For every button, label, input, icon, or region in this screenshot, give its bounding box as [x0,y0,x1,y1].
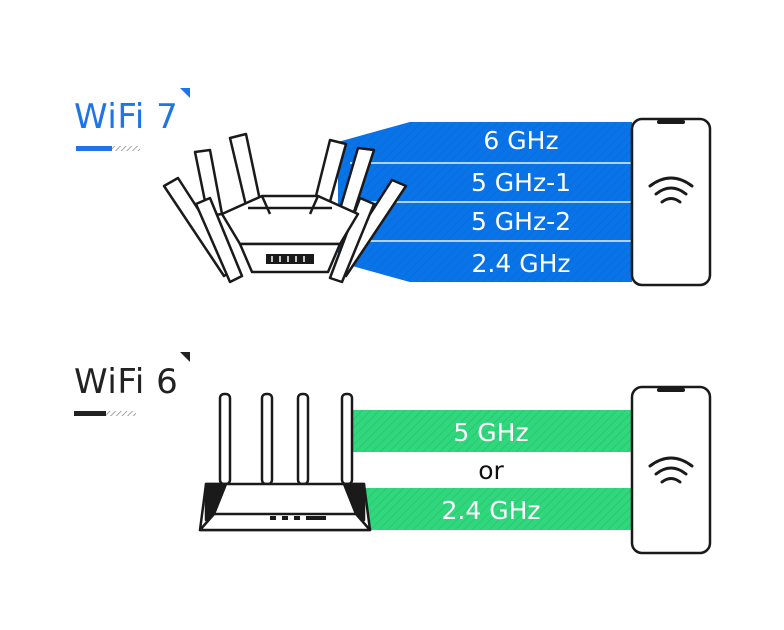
wifi7-underline [76,146,112,151]
wifi6-router-icon [198,392,372,532]
wifi7-router-icon [162,132,408,284]
wifi6-band-5ghz: 5 GHz [453,418,529,447]
wifi6-wifi-signal-icon [648,456,694,484]
wifi6-title: WiFi 6 [74,362,179,402]
wifi7-smartphone-icon [630,117,712,287]
wifi6-corner-mark [180,352,190,362]
wifi6-band-bottom [350,488,632,530]
wifi7-band-5ghz-1: 5 GHz-1 [470,168,572,197]
wifi7-wifi-signal-icon [648,176,694,204]
wifi7-title: WiFi 7 [74,97,179,137]
wifi7-band-6ghz: 6 GHz [483,126,559,155]
wifi6-smartphone-icon [630,385,712,555]
wifi6-underline-hatch [106,411,136,416]
wifi6-underline [74,411,106,416]
wifi7-band-5ghz-2: 5 GHz-2 [470,207,572,236]
wifi7-band-2-4ghz: 2.4 GHz [471,249,571,278]
wifi7-underline-hatch [112,146,140,151]
wifi6-or-separator: or [478,456,504,485]
wifi6-band-top [350,410,632,452]
wifi7-corner-mark [180,88,190,98]
wifi7-band-area [338,122,632,282]
wifi6-band-2-4ghz: 2.4 GHz [441,496,541,525]
